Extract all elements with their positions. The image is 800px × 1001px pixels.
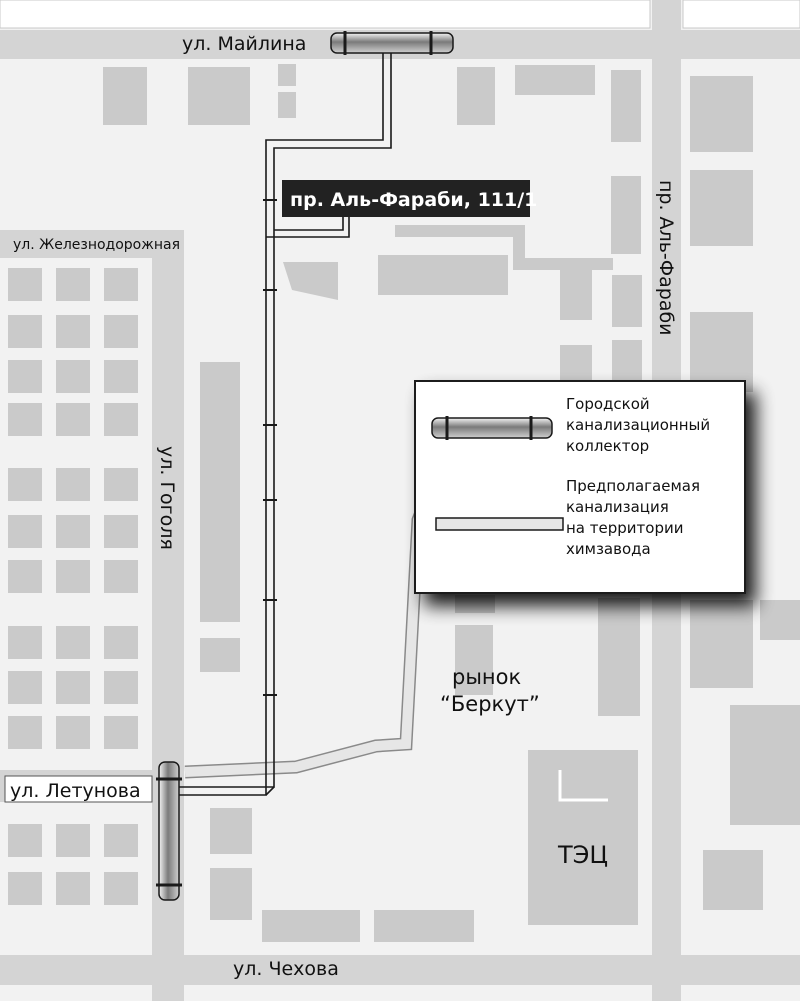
residential-block [8,671,42,704]
collector-pipe-mailina [330,31,454,55]
residential-block [56,360,90,393]
residential-block [8,872,42,905]
residential-block [56,403,90,436]
residential-block [56,268,90,301]
legend-planned-line3: на территории [566,519,683,537]
residential-block [8,626,42,659]
residential-block [104,872,138,905]
legend-collector-line3: коллектор [566,437,649,455]
legend-planned-icon [435,517,564,531]
residential-block [8,315,42,348]
residential-block [56,824,90,857]
power-plant-label: ТЭЦ [557,841,608,869]
residential-grid [8,268,138,905]
residential-block [56,626,90,659]
street-label-zheleznodorozhnaya-bg [8,233,168,253]
residential-block [104,403,138,436]
residential-block [104,671,138,704]
legend-collector-line1: Городской [566,395,650,413]
residential-block [56,716,90,749]
street-label-chekhova: ул. Чехова [233,958,339,980]
residential-block [56,560,90,593]
residential-block [56,671,90,704]
buildings [103,64,800,942]
legend-planned-line1: Предполагаемая [566,477,700,495]
residential-block [8,716,42,749]
residential-block [104,515,138,548]
residential-block [8,268,42,301]
residential-block [104,560,138,593]
residential-block [104,824,138,857]
collector-pipe-gogolya [156,761,182,901]
residential-block [56,515,90,548]
residential-block [8,515,42,548]
legend-box [414,380,746,594]
legend-planned-line2: канализация [566,498,669,516]
residential-block [104,626,138,659]
market-label-line1: рынок [452,665,521,689]
street-label-letunova: ул. Летунова [10,780,141,802]
legend-planned-line4: химзавода [566,540,651,558]
residential-block [104,716,138,749]
street-label-gogolya: ул. Гоголя [156,446,178,550]
street-label-al-farabi: пр. Аль-Фараби [655,180,677,336]
residential-block [8,560,42,593]
street-label-zheleznodorozhnaya: ул. Железнодорожная [13,237,180,253]
residential-block [8,403,42,436]
residential-block [8,360,42,393]
residential-block [104,268,138,301]
residential-block [56,468,90,501]
residential-block [8,468,42,501]
residential-block [104,468,138,501]
legend-pipe-icon [431,416,553,440]
top-blocks [0,0,800,29]
collector-ticks [263,199,277,696]
collector-route [178,48,392,796]
address-label: пр. Аль-Фараби, 111/1 [290,189,537,211]
legend: Городской канализационный коллектор Пред… [414,380,746,594]
residential-block [56,315,90,348]
tec-inner-mark [558,770,608,802]
market-label-line2: “Беркут” [440,692,540,716]
residential-block [8,824,42,857]
legend-collector-line2: канализационный [566,416,710,434]
street-label-mailina: ул. Майлина [182,33,306,55]
residential-block [56,872,90,905]
residential-block [104,360,138,393]
residential-block [104,315,138,348]
street-label-letunova-bg [4,775,153,803]
address-box: пр. Аль-Фараби, 111/1 [282,180,537,217]
road-top-right-gap [670,0,680,30]
